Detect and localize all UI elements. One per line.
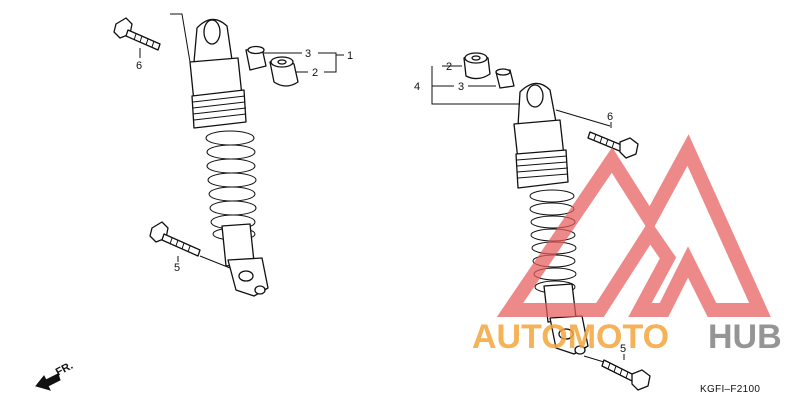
right-callout-lines (431, 65, 625, 363)
watermark-logo (496, 134, 771, 317)
left-callout-1: 1 (347, 50, 353, 62)
right-callout-3: 3 (458, 81, 464, 93)
left-bushing-part (269, 56, 299, 87)
front-direction-arrow: FR. (35, 360, 75, 391)
left-top-bolt-part (113, 17, 161, 51)
arrow-icon (35, 373, 61, 391)
left-collar-part (245, 45, 267, 71)
triangle-logo-icon (496, 134, 771, 317)
left-callout-lines (139, 48, 344, 269)
left-callout-6: 6 (136, 60, 142, 72)
left-callout-5: 5 (174, 262, 180, 274)
right-lower-bolt-part (601, 359, 651, 391)
right-top-bolt-part (587, 131, 639, 159)
left-shock-absorber (170, 13, 269, 297)
right-callout-4: 4 (414, 81, 420, 93)
watermark-text-left: AUTOMOTO (472, 318, 669, 356)
diagram-code: KGFI–F2100 (700, 384, 760, 395)
right-callout-2: 2 (446, 61, 452, 73)
left-lower-bolt-part (149, 221, 201, 257)
direction-label: FR. (54, 360, 75, 379)
watermark-text-right: HUB (708, 318, 782, 356)
left-callout-2: 2 (312, 67, 318, 79)
right-callout-6: 6 (607, 111, 613, 123)
right-callout-5: 5 (620, 343, 626, 355)
right-collar-part (495, 68, 515, 89)
left-callout-3: 3 (305, 48, 311, 60)
right-bushing-part (463, 52, 491, 80)
